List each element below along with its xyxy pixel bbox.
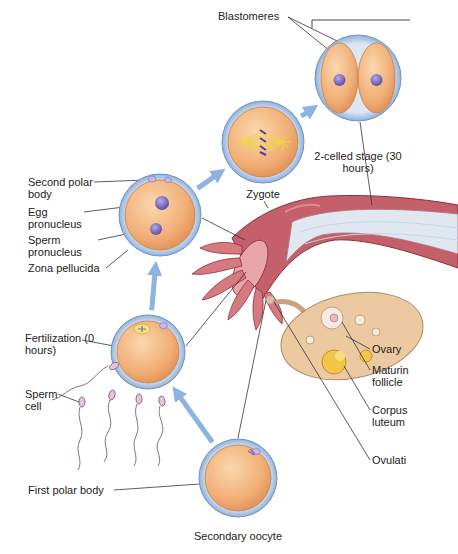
fimbriae [192,242,282,330]
stage-label: Second polar body [28,176,100,200]
callout-label: Blastomeres [218,10,298,22]
stage-arrow [198,172,221,188]
blastomere [321,43,358,113]
stage-label: Fertilization (0 hours) [25,332,95,356]
cell-circle [110,314,186,390]
zona-pellucida [119,174,201,256]
leader-line [202,218,245,240]
zona-pellucida [199,439,277,517]
egg-pronucleus [155,196,169,210]
uterine-tube [225,195,458,301]
fimbria [228,280,254,320]
cell-stage: Zygote [221,100,305,184]
stage-label: 2-celled stage (30 hours) [308,150,408,174]
leader-lines [58,17,372,490]
ovary [266,280,431,392]
fimbria [264,292,282,324]
polar-body [160,323,168,329]
zona-pellucida [222,101,304,183]
cell-stage: Second polar bodyEgg pronucleusSperm pro… [118,173,202,257]
ovary-body [273,280,431,392]
cell-stage: 2-celled stage (30 hours) [314,34,402,122]
bracket [312,20,410,28]
leader-line [238,300,266,438]
stage-arrow [176,391,213,442]
callout-label: First polar body [28,484,138,496]
stage-label: Zygote [213,188,313,200]
follicle-oocyte [330,314,338,322]
cytoplasm [205,445,271,511]
small-follicle [306,336,314,344]
small-follicle [355,315,365,325]
stage-label: Egg pronucleus [28,206,100,230]
cell-circle [314,34,402,122]
cytoplasm [228,107,298,177]
zona-pellucida [111,315,185,389]
spindle [134,324,150,334]
cytoplasm [117,321,179,383]
stage-label: Secondary oocyte [190,530,286,542]
sperm-tail [78,407,82,470]
sperm-pronucleus [150,223,162,235]
tube-lumen [286,209,458,262]
nucleus [371,74,383,86]
cytoplasm [125,180,195,250]
sperm-head [108,361,120,371]
leader-line [58,394,79,402]
chromosomes [260,130,266,155]
leader-line [342,322,370,370]
sperm-head [136,394,142,404]
cell-circle [198,438,278,518]
callout-label: Sperm cell [25,388,75,412]
sperm-head [108,389,116,400]
leader-line [106,250,128,268]
sperm-head [79,397,85,407]
fimbria [200,242,242,254]
chromosomes [138,326,146,332]
sperm-tail [104,400,111,462]
fimbria [192,258,242,274]
maturing-follicle [321,307,343,329]
tube-highlight [285,205,320,212]
corpus-luteum [322,350,346,374]
callout-label: Ovary [372,343,432,355]
cell-stage: Fertilization (0 hours) [110,314,186,390]
leader-line [344,366,370,410]
corpus-luteum-core [335,351,345,361]
blastomere [358,43,395,113]
polar-body [148,176,156,182]
callout-label: Maturin follicle [372,364,422,388]
small-follicle [372,328,380,336]
leader-line [264,201,268,208]
stage-label: Sperm pronucleus [28,234,100,258]
stage-label: Zona pellucida [28,262,118,274]
leader-line [274,302,370,460]
spindle [248,449,255,455]
zona-pellucida [315,35,401,121]
leader-line [114,484,200,490]
nucleus [334,74,346,86]
stage-arrow [152,267,156,310]
sperm-head [158,396,166,407]
cell-stage: Secondary oocyte [198,438,278,518]
leader-line [346,336,370,349]
sperm-tail [157,406,163,466]
cell-circle [221,100,305,184]
callout-label: Corpus luteum [372,404,422,428]
stage-arrow [301,108,313,116]
sperm-tail [134,404,138,466]
callout-label: Ovulati [372,454,432,466]
cell-circle [118,173,202,257]
ovulated-oocyte [266,296,274,304]
leader-line [186,272,246,346]
polar-body [165,178,172,183]
tube-folds [300,222,458,244]
